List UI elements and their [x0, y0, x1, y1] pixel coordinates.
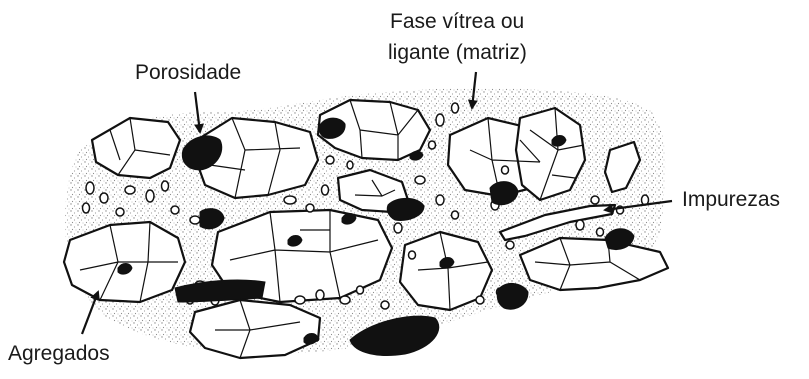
label-agregados: Agregados: [8, 341, 110, 367]
large-pore: [497, 283, 528, 309]
label-porosidade: Porosidade: [135, 60, 241, 86]
label-fase-vitrea-line2: ligante (matriz): [388, 40, 527, 66]
label-impurezas: Impurezas: [682, 187, 780, 213]
label-fase-vitrea-line1: Fase vítrea ou: [390, 9, 524, 35]
